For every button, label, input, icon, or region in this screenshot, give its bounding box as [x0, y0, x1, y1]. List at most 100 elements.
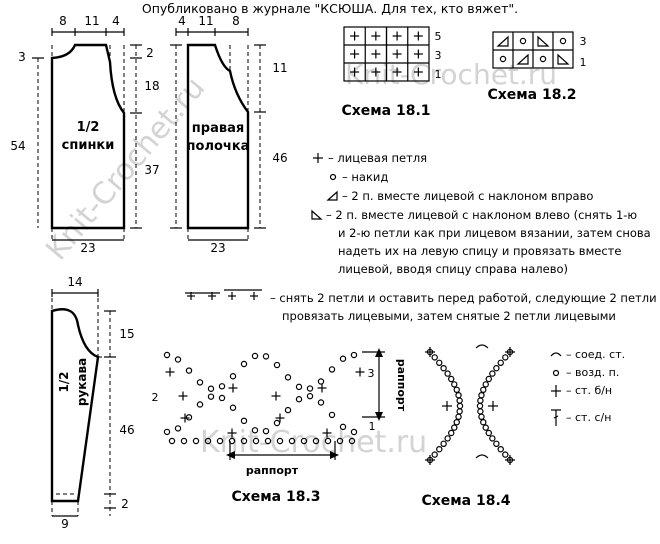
front-label-1: правая [192, 121, 244, 136]
knit-stitch-mark [275, 413, 285, 423]
chain-stitch-mark [240, 437, 248, 445]
chain-stitch-mark [317, 378, 325, 385]
knit-stitch-mark [371, 31, 381, 41]
chain-stitch-mark [163, 351, 171, 359]
sleeve-dim-right-2: 2 [121, 497, 129, 511]
legend-slip-stitch: – соед. ст. [566, 348, 625, 361]
chain-stitch-mark [185, 367, 193, 374]
back-dim-right-18: 18 [144, 79, 159, 93]
chain-stitch-mark [431, 451, 438, 458]
legend-chain: – возд. п. [566, 366, 619, 379]
legend-cable-1: – снять 2 петли и оставить перед работой… [270, 291, 657, 305]
chain-stitch-mark [456, 402, 464, 410]
chain-stitch-mark [444, 370, 451, 377]
back-piece: 8 11 4 3 54 2 18 37 23 1/2 спинки [10, 14, 159, 255]
knit-stitch-mark [392, 49, 402, 59]
legend-knit: – лицевая петля [328, 151, 427, 165]
sleeve-dim-right-15: 15 [119, 327, 134, 341]
chain-stitch-mark [502, 354, 509, 361]
chain-stitch-mark [489, 435, 496, 442]
chain-stitch-mark [453, 386, 460, 393]
back-dim-top-b: 11 [84, 14, 99, 28]
chain-stitch-mark [284, 406, 292, 414]
back-dim-left-54: 54 [10, 139, 25, 153]
knit-stitch-mark [228, 292, 236, 300]
chain-stitch-mark [185, 414, 193, 421]
single-crochet-icon [551, 385, 561, 397]
schema-18-2: 3 1 Схема 18.2 [487, 31, 587, 103]
knit-stitch-mark [178, 391, 188, 401]
chain-stitch-mark [218, 394, 226, 402]
sleeve-label-2: рукава [75, 358, 89, 406]
back-dim-top-a: 8 [59, 14, 67, 28]
chain-stitch-mark [480, 419, 487, 426]
schema-18-4: Схема 18.4 [421, 344, 515, 509]
chain-stitch-mark [218, 383, 226, 390]
chain-stitch-mark [477, 408, 484, 415]
chain-stitch-mark [295, 383, 303, 391]
right-decrease-mark [496, 35, 509, 47]
schema-18-3-row-2: 2 [152, 391, 159, 404]
chain-stitch-mark [455, 413, 462, 420]
chain-stitch-mark [336, 437, 344, 445]
front-dim-top-c: 8 [232, 14, 240, 28]
back-dim-left-3: 3 [18, 50, 26, 64]
back-label-1: 1/2 [77, 120, 100, 135]
legend-left-decrease-2: и 2-ю петли как при лицевом вязании, зат… [338, 226, 651, 240]
sleeve-label-1: 1/2 [57, 371, 71, 392]
chain-stitch-mark [339, 423, 347, 431]
chain-stitch-mark [262, 353, 270, 360]
chain-stitch-mark [317, 399, 325, 406]
double-crochet-icon [551, 409, 561, 426]
chain-stitch-mark [295, 396, 303, 403]
chain-stitch-mark [306, 392, 314, 400]
chain-stitch-mark [482, 424, 489, 431]
single-crochet-mark [488, 401, 498, 411]
publication-note: Опубликовано в журнале "КСЮША. Для тех, … [142, 1, 518, 16]
knit-stitch-mark [208, 292, 216, 300]
schema-18-1-row-3: 3 [435, 49, 442, 62]
yarn-over-mark [499, 55, 507, 63]
chain-stitch-mark [478, 413, 485, 420]
chain-stitch-mark [497, 446, 504, 453]
chain-stitch-mark [328, 366, 336, 373]
watermark-back: Knit-Crochet.ru [39, 71, 212, 268]
chain-stitch-mark [455, 392, 462, 399]
chain-stitch-mark [207, 385, 215, 392]
front-outline [186, 43, 250, 230]
chain-stitch-mark [451, 424, 458, 431]
single-crochet-mark [505, 455, 515, 465]
front-piece: 4 11 8 11 46 23 правая полочка [170, 14, 288, 255]
single-crochet-mark [505, 347, 515, 357]
knit-stitch-mark [392, 67, 402, 77]
chain-stitch-mark [440, 440, 447, 447]
slip-stitch-mark [475, 344, 489, 349]
schema-18-3: раппорт раппорт 3 2 1 Схема 18.3 [152, 348, 408, 505]
chain-stitch-mark [174, 356, 182, 363]
chain-stitch-mark [196, 379, 204, 386]
chain-stitch-mark [240, 360, 248, 368]
legend-left-decrease-1: – 2 п. вместе лицевой с наклоном влево (… [326, 208, 637, 222]
sleeve-dim-bottom: 9 [61, 517, 69, 531]
yarn-over-icon [329, 173, 337, 181]
chain-stitch-mark [312, 437, 320, 445]
chain-stitch-mark [196, 401, 204, 408]
legend-double-crochet: – ст. с/н [566, 411, 611, 424]
chain-stitch-mark [328, 411, 336, 419]
chain-stitch-mark [493, 440, 500, 447]
front-dim-right-11: 11 [272, 61, 287, 75]
knit-stitch-mark [187, 292, 195, 300]
yarn-over-mark [519, 37, 527, 45]
yarn-over-mark [559, 37, 567, 45]
front-label-2: полочка [187, 139, 250, 154]
chain-stitch-mark [493, 365, 500, 372]
chain-stitch-mark [448, 375, 455, 383]
chain-stitch-mark [163, 428, 171, 436]
cable-cross-icon [185, 289, 262, 300]
back-dim-bottom: 23 [80, 241, 95, 255]
chain-stitch-mark [229, 373, 237, 380]
chain-stitch-mark [284, 374, 292, 381]
left-decrease-icon [311, 209, 323, 220]
yarn-over-mark [539, 55, 547, 63]
legend-yarn-over: – накид [342, 170, 388, 184]
